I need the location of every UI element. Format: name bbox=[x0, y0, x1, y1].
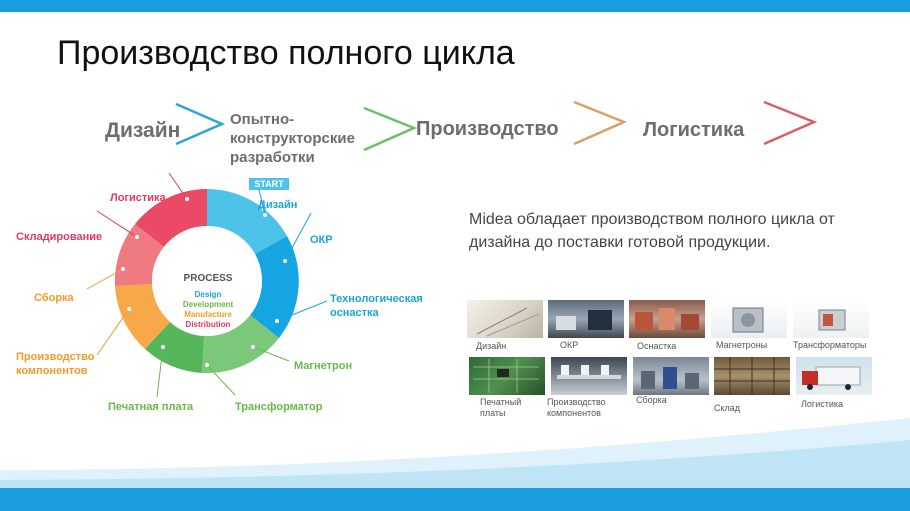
cycle-label-design: Дизайн bbox=[258, 199, 298, 211]
gallery-caption-tooling: Оснастка bbox=[637, 341, 677, 351]
photo-magnetrons bbox=[711, 300, 787, 338]
photo-components bbox=[551, 357, 627, 395]
cycle-label-magnetron: Магнетрон bbox=[294, 360, 353, 372]
gallery-caption-warehouse: Склад bbox=[714, 403, 741, 413]
process-line-development: Development bbox=[182, 300, 234, 309]
cycle-label-assembly: Сборка bbox=[34, 292, 74, 304]
cycle-label-pcb: Печатная плата bbox=[108, 401, 194, 413]
cycle-label-tooling: Технологическая оснастка bbox=[330, 293, 423, 319]
gallery-caption-assembly: Сборка bbox=[636, 395, 667, 405]
process-center: PROCESS Design Development Manufacture D… bbox=[158, 273, 258, 330]
photo-warehouse bbox=[714, 357, 790, 395]
gallery-caption-magnetrons: Магнетроны bbox=[716, 340, 768, 350]
page-title: Производство полного цикла bbox=[57, 34, 515, 72]
gallery-caption-pcb: Печатный платы bbox=[480, 397, 522, 418]
cycle-label-warehousing: Складирование bbox=[16, 231, 103, 243]
gallery-caption-design: Дизайн bbox=[476, 341, 507, 351]
start-badge: START bbox=[249, 178, 289, 190]
cycle-label-transformer: Трансформатор bbox=[235, 401, 323, 413]
cycle-label-logistics: Логистика bbox=[110, 192, 166, 204]
flow-step-rnd: Опытно- конструкторские разработки bbox=[230, 111, 355, 166]
flow-step-logistics: Логистика bbox=[643, 119, 745, 141]
photo-logistics bbox=[796, 357, 872, 395]
photo-assembly bbox=[633, 357, 709, 395]
process-line-manufacture: Manufacture bbox=[184, 310, 232, 319]
process-line-design: Design bbox=[194, 290, 222, 299]
gallery-caption-logistics: Логистика bbox=[801, 399, 844, 409]
chevron-right-icon bbox=[573, 100, 628, 146]
process-line-distribution: Distribution bbox=[185, 320, 231, 329]
description-text: Midea обладает производством полного цик… bbox=[469, 211, 835, 251]
top-accent-bar bbox=[0, 0, 910, 12]
bottom-accent-bar bbox=[0, 488, 910, 511]
process-heading: PROCESS bbox=[183, 273, 233, 284]
process-cycle-diagram bbox=[86, 172, 328, 398]
cycle-label-components: Производство компонентов bbox=[16, 351, 95, 377]
flow-step-design: Дизайн bbox=[105, 119, 181, 142]
cycle-label-okr: ОКР bbox=[310, 234, 333, 246]
gallery-caption-components: Производство компонентов bbox=[547, 397, 606, 418]
chevron-right-icon bbox=[363, 106, 418, 152]
photo-design bbox=[467, 300, 543, 338]
chevron-right-icon bbox=[763, 100, 818, 146]
photo-transformers bbox=[793, 300, 869, 338]
gallery-caption-transformers: Трансформаторы bbox=[793, 340, 867, 350]
photo-pcb bbox=[469, 357, 545, 395]
photo-rnd bbox=[548, 300, 624, 338]
photo-tooling bbox=[629, 300, 705, 338]
gallery-caption-okr: ОКР bbox=[560, 340, 579, 350]
flow-step-production: Производство bbox=[416, 118, 559, 140]
chevron-right-icon bbox=[175, 102, 226, 146]
